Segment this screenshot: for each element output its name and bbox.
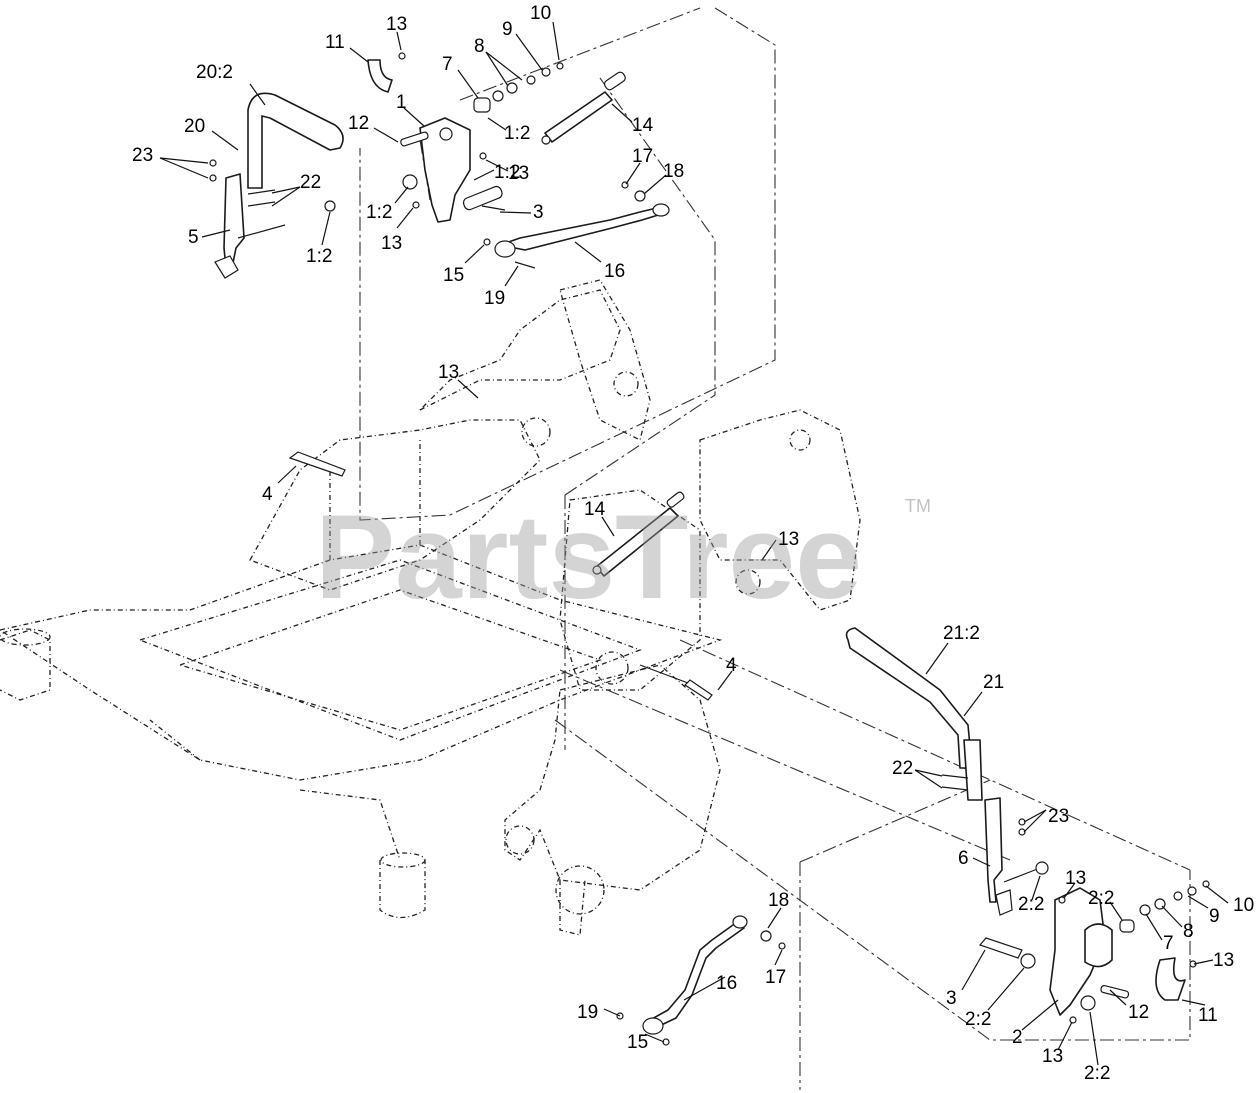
callout-label: 21 bbox=[983, 672, 1004, 693]
center-damper bbox=[592, 491, 685, 577]
callout-label: 1 bbox=[396, 92, 407, 113]
callout-label: 9 bbox=[1209, 906, 1220, 927]
callout-label: 15 bbox=[627, 1032, 648, 1053]
callout-label: 14 bbox=[584, 499, 606, 520]
callout-label: 11 bbox=[325, 32, 345, 53]
callout-label: 9 bbox=[502, 19, 513, 40]
callout-label: 2:2 bbox=[1088, 888, 1114, 909]
callout-label: 7 bbox=[442, 54, 453, 75]
hydraulic-pump-phantom bbox=[504, 664, 721, 936]
callout-label: 18 bbox=[768, 890, 789, 911]
callout-label: 18 bbox=[663, 161, 684, 182]
watermark-trademark: TM bbox=[905, 496, 931, 516]
callout-label: 23 bbox=[1048, 806, 1069, 827]
bolts bbox=[288, 451, 713, 701]
callout-label: 13 bbox=[386, 14, 407, 35]
callout-label: 12 bbox=[348, 113, 369, 134]
callout-label: 4 bbox=[262, 484, 273, 505]
callout-label: 7 bbox=[1163, 933, 1174, 954]
callout-label: 1:2 bbox=[504, 123, 530, 144]
callout-label: 13 bbox=[1213, 950, 1234, 971]
callout-label: 17 bbox=[632, 146, 653, 167]
callout-label: 8 bbox=[1183, 921, 1194, 942]
callout-label: 20:2 bbox=[196, 62, 233, 83]
frame-phantom bbox=[0, 279, 861, 919]
callout-label: 13 bbox=[1065, 868, 1086, 889]
callout-label: 13 bbox=[381, 233, 402, 254]
callout-label: 12 bbox=[1128, 1002, 1149, 1023]
callout-label: 4 bbox=[726, 655, 737, 676]
watermark: PartsTree TM bbox=[315, 490, 931, 624]
callout-label: 20 bbox=[184, 116, 205, 137]
callout-label: 8 bbox=[474, 36, 485, 57]
callout-label: 1:2 bbox=[306, 246, 332, 267]
callout-label: 11 bbox=[1198, 1005, 1218, 1026]
leader-lines bbox=[159, 21, 1229, 1066]
callout-label: 2:2 bbox=[965, 1009, 991, 1030]
left-control-lever-assembly bbox=[209, 92, 344, 279]
callout-label: 19 bbox=[484, 288, 505, 309]
callout-label: 10 bbox=[1233, 895, 1254, 916]
callout-label: 5 bbox=[188, 227, 199, 248]
callout-label: 13 bbox=[1042, 1046, 1063, 1067]
callout-label: 22 bbox=[892, 758, 913, 779]
callout-label: 13 bbox=[778, 529, 799, 550]
callout-label: 6 bbox=[958, 848, 969, 869]
callout-label: 10 bbox=[530, 3, 551, 24]
callout-label: 1:2 bbox=[494, 162, 520, 183]
callout-label: 1:2 bbox=[366, 202, 392, 223]
callout-label: 17 bbox=[765, 967, 786, 988]
callout-label: 3 bbox=[946, 988, 957, 1009]
callout-label: 19 bbox=[577, 1002, 598, 1023]
left-damper bbox=[541, 71, 626, 145]
callout-label: 22 bbox=[300, 172, 321, 193]
callout-label: 15 bbox=[443, 265, 464, 286]
left-control-bracket-assembly bbox=[367, 52, 564, 223]
callout-label: 21:2 bbox=[943, 623, 980, 644]
callout-label: 16 bbox=[716, 973, 737, 994]
callout-label: 14 bbox=[632, 115, 654, 136]
left-pump-link-rod bbox=[483, 181, 670, 269]
right-control-lever-assembly bbox=[845, 627, 1049, 916]
callout-label: 23 bbox=[132, 145, 153, 166]
callout-label: 3 bbox=[533, 202, 544, 223]
right-pump-link-rod bbox=[616, 915, 786, 1046]
callout-label: 2:2 bbox=[1018, 894, 1044, 915]
callout-label: 2:2 bbox=[1084, 1063, 1110, 1084]
callout-label: 16 bbox=[604, 261, 625, 282]
watermark-text: PartsTree bbox=[315, 490, 862, 624]
callout-label: 2 bbox=[1012, 1027, 1023, 1048]
callout-labels: 13 10 11 9 8 7 20:2 1 14 20 12 1:2 23 13… bbox=[132, 3, 1254, 1084]
callout-label: 13 bbox=[508, 163, 529, 184]
callout-label: 13 bbox=[438, 362, 459, 383]
